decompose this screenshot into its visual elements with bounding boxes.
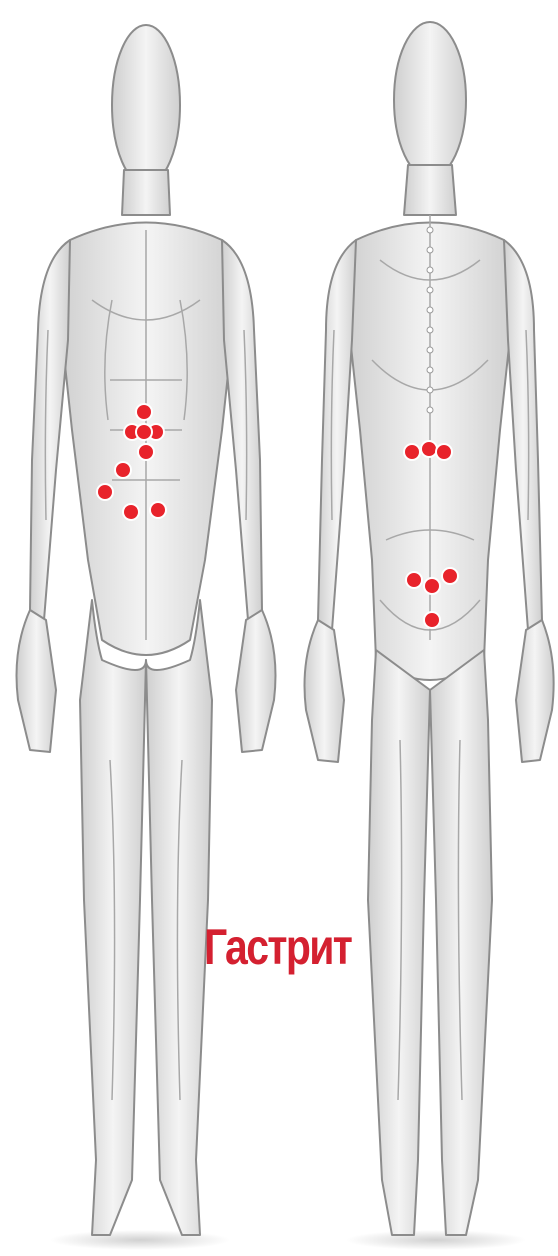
front-right-hand: [236, 610, 276, 752]
acupressure-point: [424, 578, 440, 594]
acupressure-point: [115, 462, 131, 478]
acupressure-point: [406, 572, 422, 588]
front-right-arm: [222, 240, 262, 620]
front-left-hand: [17, 610, 57, 752]
front-head: [112, 25, 180, 185]
back-head: [394, 22, 466, 178]
acupressure-point: [150, 502, 166, 518]
front-right-leg: [146, 600, 212, 1235]
front-body-figure: [17, 25, 276, 1250]
acupressure-point: [442, 568, 458, 584]
acupressure-point: [436, 444, 452, 460]
acupressure-point: [138, 444, 154, 460]
caption-title: Гастрит: [204, 918, 343, 976]
acupressure-point: [136, 424, 152, 440]
back-left-hand: [305, 620, 345, 762]
acupressure-point: [123, 504, 139, 520]
acupressure-point: [424, 612, 440, 628]
acupressure-point: [421, 441, 437, 457]
back-right-arm: [504, 240, 542, 630]
back-left-leg: [368, 650, 430, 1235]
front-left-leg: [80, 600, 146, 1235]
acupressure-point: [404, 444, 420, 460]
acupressure-point: [97, 484, 113, 500]
back-left-arm: [318, 240, 356, 630]
back-body-figure: [305, 22, 554, 1250]
front-neck: [122, 170, 170, 215]
acupressure-point: [136, 404, 152, 420]
back-right-hand: [516, 620, 554, 762]
back-lower-points: [404, 441, 452, 460]
back-neck: [404, 165, 456, 215]
back-right-leg: [430, 650, 492, 1235]
front-left-arm: [30, 240, 70, 620]
